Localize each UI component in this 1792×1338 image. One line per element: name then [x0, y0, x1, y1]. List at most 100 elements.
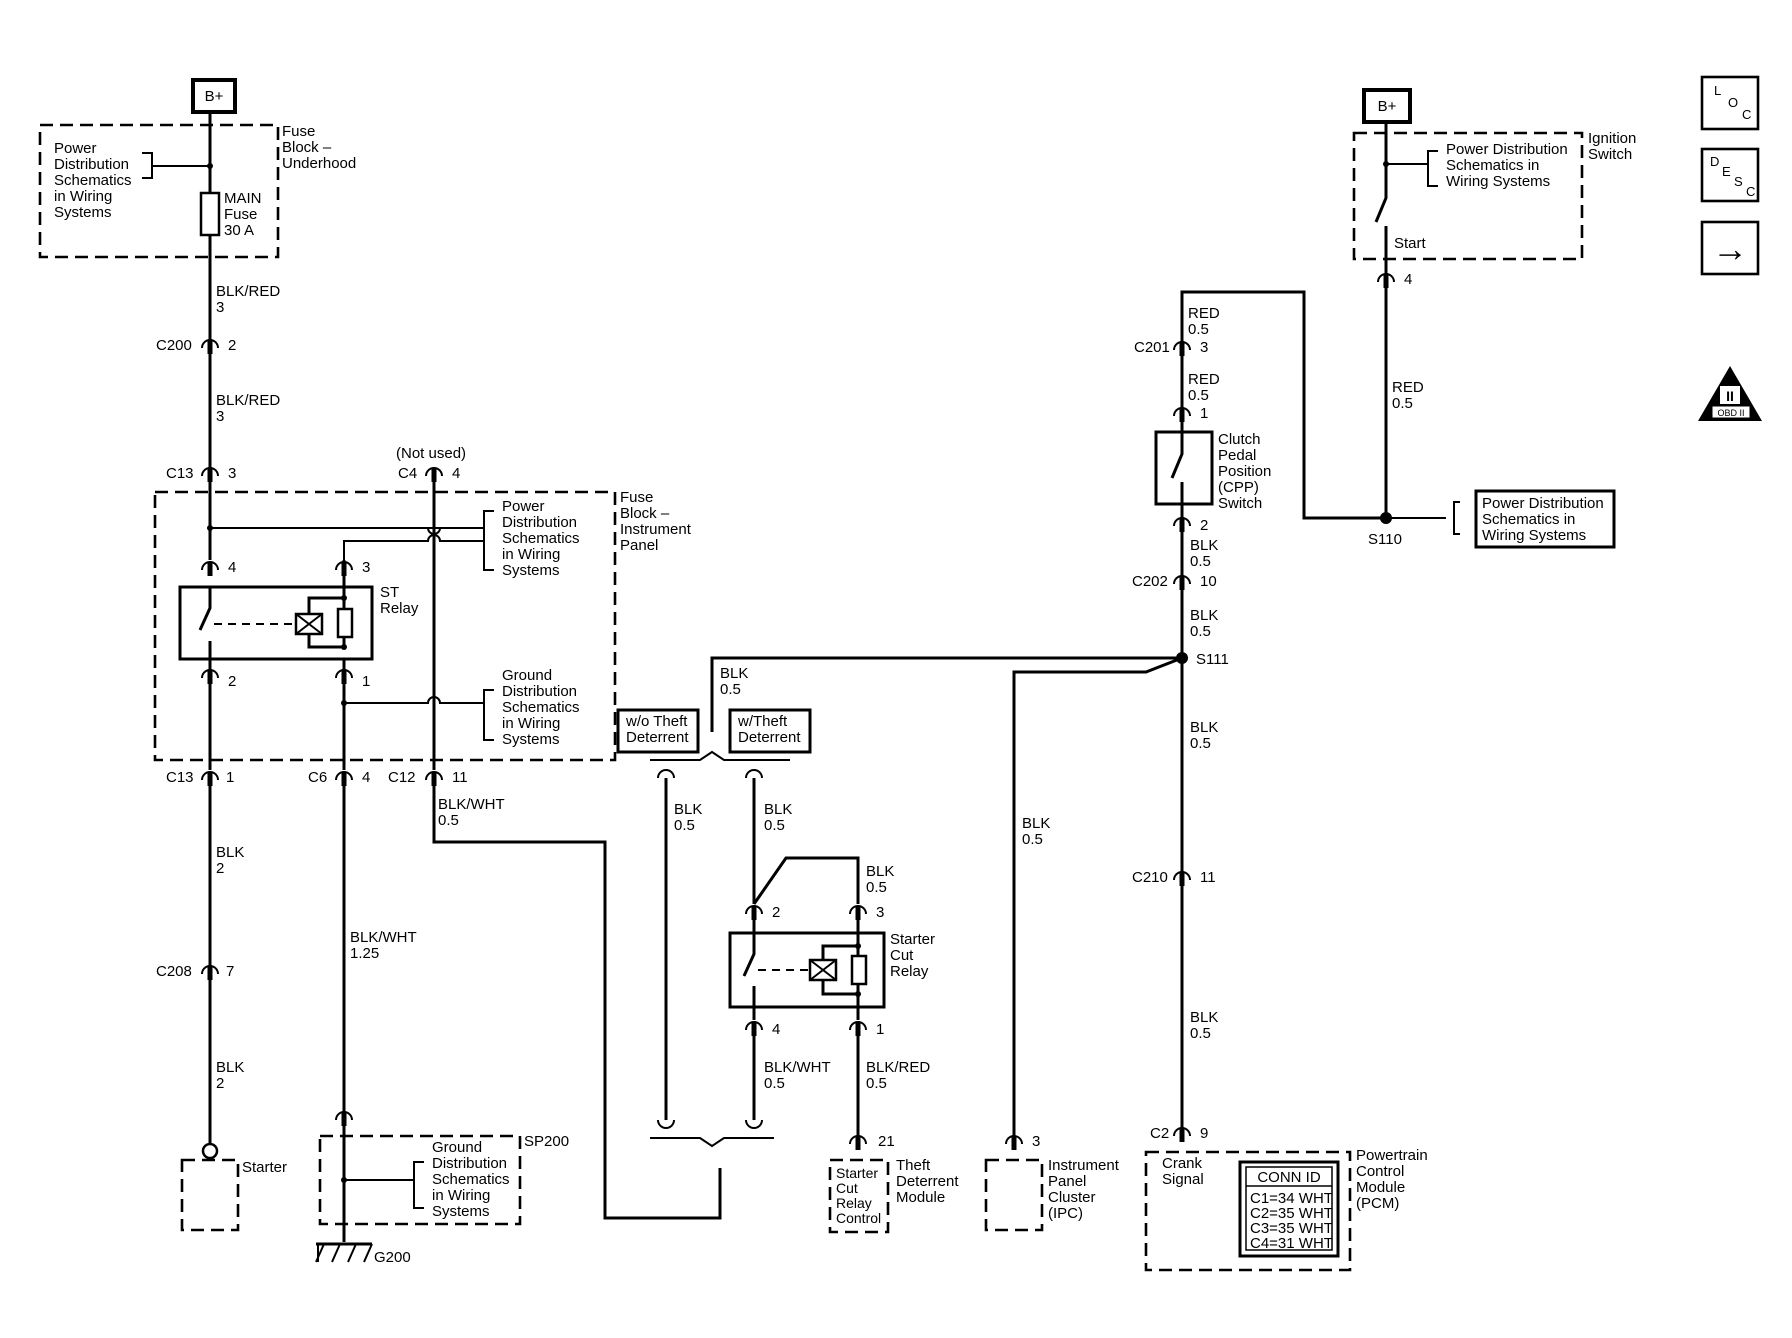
connector-label: C13	[166, 769, 194, 786]
conn-id-table: CONN ID C1=34 WHT C2=35 WHT C3=35 WHT C4…	[1238, 1160, 1340, 1258]
st-relay-pin4	[202, 562, 218, 576]
wire-gauge: 0.5	[1190, 553, 1211, 570]
wire-gauge: 0.5	[1190, 735, 1211, 752]
sp200-label: SP200	[524, 1133, 569, 1150]
svg-text:L: L	[1714, 83, 1721, 98]
pin-number: 3	[362, 559, 370, 576]
ipc-label: Instrument Panel Cluster (IPC)	[1048, 1157, 1123, 1222]
wire-gauge: 0.5	[1190, 623, 1211, 640]
svg-text:Power Distribution Schemat: Power Distribution Schematics in Wiring …	[1482, 495, 1608, 544]
connector-c13-pin1	[202, 772, 218, 786]
crank-signal-label: Crank Signal	[1162, 1155, 1206, 1188]
s111-label: S111	[1196, 651, 1229, 668]
pin-number: 1	[876, 1021, 884, 1038]
powertrain-control-module	[1144, 1150, 1352, 1272]
svg-text:O: O	[1728, 95, 1738, 110]
starter-cut-relay-pin3	[850, 906, 866, 920]
wire-color: BLK	[674, 801, 702, 818]
cpp-switch-pin1	[1174, 408, 1190, 422]
clutch-pedal-position-switch	[1154, 430, 1214, 506]
theft-deterrent-pin-label: Starter Cut Relay Control	[836, 1165, 882, 1226]
wire-gauge: 0.5	[1392, 395, 1413, 412]
g200-label: G200	[374, 1249, 411, 1266]
connector-c210	[1174, 872, 1190, 886]
description-button[interactable]: D E S C	[1700, 147, 1760, 203]
svg-text:S: S	[1734, 174, 1743, 189]
connector-label: C210	[1132, 869, 1168, 886]
wire-color: BLK/RED	[216, 283, 280, 300]
pin-number: 4	[228, 559, 236, 576]
connector-c200	[202, 340, 218, 354]
wire-color: BLK	[1190, 537, 1218, 554]
pcm-label: Powertrain Control Module (PCM)	[1356, 1147, 1432, 1212]
connector-c208	[202, 966, 218, 980]
wire-color: BLK	[1190, 1009, 1218, 1026]
obd-ii-icon[interactable]: II OBD II	[1698, 366, 1762, 421]
s110-label: S110	[1368, 531, 1402, 548]
ignition-switch-pin4	[1378, 274, 1394, 288]
wire-color: BLK/WHT	[764, 1059, 831, 1076]
svg-text:C: C	[1746, 184, 1755, 199]
pin-number: 3	[1200, 339, 1208, 356]
pin-number: 4	[362, 769, 370, 786]
pin-number: 9	[1200, 1125, 1208, 1142]
fuse-block-ip-box	[153, 490, 617, 762]
connector-c2	[1174, 1128, 1190, 1142]
wire-gauge: 0.5	[764, 1075, 785, 1092]
wire-color: BLK	[1190, 607, 1218, 624]
conn-id-row: C3=35 WHT	[1250, 1220, 1333, 1237]
wire-color: BLK	[1190, 719, 1218, 736]
connector-c202	[1174, 576, 1190, 590]
pin-number: 3	[876, 904, 884, 921]
pin-number: 2	[1200, 517, 1208, 534]
svg-text:E: E	[1722, 164, 1731, 179]
pin-number: 2	[228, 337, 236, 354]
connector-label: C6	[308, 769, 327, 786]
connector-c6	[336, 772, 352, 786]
power-distribution-ref-ignition: Power Distribution Schematics in Wiring …	[1446, 141, 1572, 190]
theft-deterrent-module	[828, 1158, 890, 1234]
ground-g200-symbol	[315, 1242, 373, 1263]
wire-gauge: 2	[216, 1075, 224, 1092]
wire-gauge: 1.25	[350, 945, 379, 962]
wire-color: BLK	[216, 844, 244, 861]
cpp-switch-pin2	[1174, 518, 1190, 532]
pin-number: 1	[362, 673, 370, 690]
b-plus-battery-left: B+	[191, 78, 237, 114]
instrument-panel-cluster	[984, 1158, 1044, 1232]
connector-c201	[1174, 342, 1190, 356]
arrow-right-icon: →	[1712, 228, 1748, 269]
svg-text:C: C	[1742, 107, 1751, 122]
fuse-block-underhood-box	[38, 123, 280, 259]
ignition-start-label: Start	[1394, 235, 1427, 252]
fuse-block-underhood-label: Fuse Block – Underhood	[282, 123, 356, 172]
wire-gauge: 0.5	[866, 879, 887, 896]
ignition-switch-label: Ignition Switch	[1588, 130, 1641, 163]
wire-color: BLK	[216, 1059, 244, 1076]
wire-color: BLK/WHT	[350, 929, 417, 946]
wire-gauge: 0.5	[1190, 1025, 1211, 1042]
wire-gauge: 0.5	[866, 1075, 887, 1092]
wire-color: BLK/RED	[216, 392, 280, 409]
wire-color: BLK	[1022, 815, 1050, 832]
conn-id-row: C2=35 WHT	[1250, 1205, 1333, 1222]
wire-gauge: 0.5	[438, 812, 459, 829]
splice-pack-sp200	[318, 1134, 522, 1226]
starter-cut-relay-label: Starter Cut Relay	[890, 931, 939, 980]
wire-gauge: 0.5	[1188, 387, 1209, 404]
ground-distribution-ref-ip: Ground Distribution Schematics in Wiring…	[502, 667, 584, 748]
next-arrow-button[interactable]: →	[1700, 220, 1760, 276]
st-relay-label: ST Relay	[380, 584, 419, 617]
wire-color: BLK	[866, 863, 894, 880]
location-button[interactable]: L O C	[1700, 75, 1760, 131]
conn-id-row: C1=34 WHT	[1250, 1190, 1333, 1207]
pin-number: 2	[772, 904, 780, 921]
connector-label: C4	[398, 465, 417, 482]
connector-label: C2	[1150, 1125, 1169, 1142]
wire-color: BLK	[764, 801, 792, 818]
pin-number: 21	[878, 1133, 895, 1150]
conn-id-row: C4=31 WHT	[1250, 1235, 1333, 1252]
